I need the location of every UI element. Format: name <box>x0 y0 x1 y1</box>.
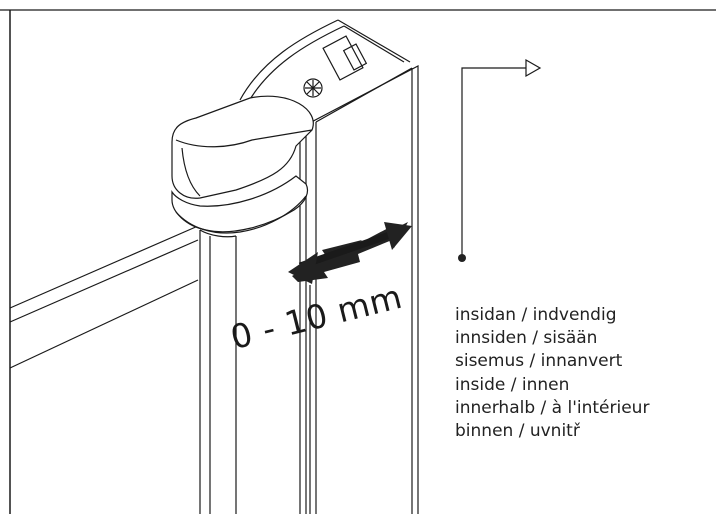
inside-label: innerhalb / à l'intérieur <box>455 397 650 418</box>
inside-label-list: insidan / indvendig innsiden / sisään si… <box>455 304 649 443</box>
adjustment-arrow <box>288 222 412 284</box>
inside-label: sisemus / innanvert <box>455 351 623 372</box>
inside-label: inside / innen <box>455 374 570 395</box>
wall-profile <box>299 65 419 514</box>
inside-label: insidan / indvendig <box>455 305 617 325</box>
hinge-ring <box>171 175 309 238</box>
hinge-body <box>171 95 314 199</box>
hinge-top-mechanism <box>239 19 411 107</box>
inside-indicator-arrow <box>458 58 542 262</box>
vertical-post <box>199 230 237 514</box>
inside-label: binnen / uvnitř <box>455 421 580 442</box>
inside-label: innsiden / sisään <box>455 328 598 349</box>
glass-panel <box>9 225 199 369</box>
